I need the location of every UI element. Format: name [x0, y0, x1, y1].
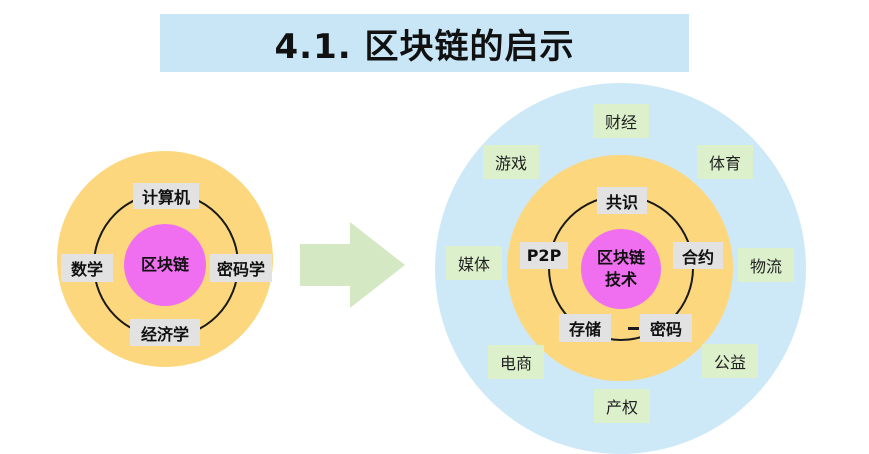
right-inner-tag-right: 合约 — [673, 242, 723, 269]
right-inner-tag-left: P2P — [520, 242, 568, 269]
left-core-circle — [124, 224, 206, 306]
right-core-line2: 技术 — [604, 270, 637, 289]
left-tag-left: 数学 — [61, 254, 113, 282]
outer-tag-games: 游戏 — [483, 145, 539, 179]
right-core-label: 区块链 技术 — [581, 229, 661, 309]
page-title: 4.1. 区块链的启示 — [274, 26, 575, 67]
right-inner-tag-top: 共识 — [597, 187, 647, 214]
outer-tag-charity: 公益 — [702, 344, 758, 378]
outer-tag-sports: 体育 — [697, 145, 753, 179]
left-tag-bottom: 经济学 — [130, 319, 200, 346]
outer-tag-logistics: 物流 — [738, 248, 794, 282]
outer-tag-finance: 财经 — [593, 104, 649, 138]
right-core-line1: 区块链 — [596, 248, 645, 267]
outer-tag-media: 媒体 — [446, 246, 502, 280]
outer-tag-ecommerce: 电商 — [488, 345, 544, 379]
outer-tag-property: 产权 — [594, 389, 650, 423]
right-inner-tag-bottom-left: 存储 — [559, 314, 611, 342]
left-tag-top: 计算机 — [133, 183, 199, 209]
storage-crypto-connector — [628, 327, 639, 330]
left-tag-right: 密码学 — [210, 254, 272, 282]
title-banner: 4.1. 区块链的启示 — [160, 14, 689, 72]
right-inner-tag-bottom-right: 密码 — [640, 314, 692, 342]
right-core-circle — [581, 229, 661, 309]
left-core-label: 区块链 — [140, 255, 189, 274]
right-arrow-icon — [300, 222, 405, 308]
